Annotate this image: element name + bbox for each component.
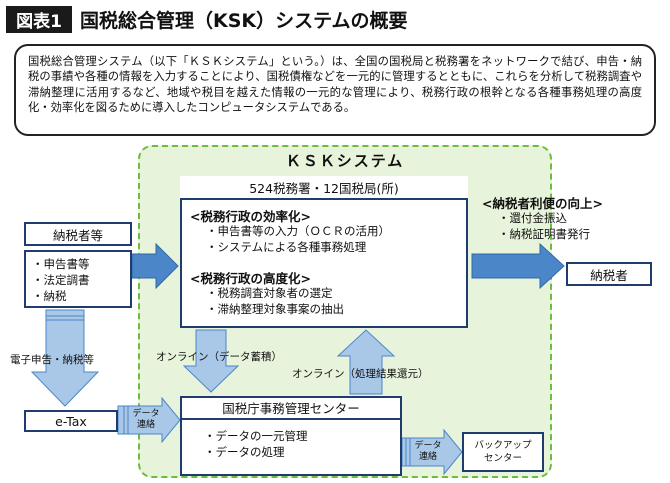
taxpayer-item: ・法定調書 bbox=[32, 273, 90, 287]
label-electronic-filing: 電子申告・納税等 bbox=[10, 354, 94, 366]
backup-center-box: バックアップ センター bbox=[462, 432, 544, 472]
description-box: 国税総合管理システム（以下「ＫＳＫシステム」という。）は、全国の国税局と税務署を… bbox=[14, 44, 656, 136]
benefit-list: ・還付金振込 ・納税証明書発行 bbox=[498, 210, 590, 242]
benefit-item: ・納税証明書発行 bbox=[498, 227, 590, 241]
data-link-label-2: データ 連絡 bbox=[414, 441, 442, 462]
arrow-etax-to-center bbox=[117, 396, 181, 444]
taxpayer-items-box: ・申告書等 ・法定調書 ・納税 bbox=[24, 250, 132, 308]
taxpayer-right-box: 納税者 bbox=[566, 262, 652, 286]
center-title: 国税庁事務管理センター bbox=[180, 396, 402, 420]
benefit-item: ・還付金振込 bbox=[498, 211, 567, 225]
arrow-center-to-main bbox=[336, 329, 396, 395]
benefit-title: <納税者利便の向上> bbox=[482, 196, 603, 211]
center-list: ・データの一元管理 ・データの処理 bbox=[204, 428, 308, 460]
taxpayer-item: ・納税 bbox=[32, 289, 67, 303]
etax-box: e-Tax bbox=[24, 410, 118, 432]
sophistication-item: ・滞納整理対象事案の抽出 bbox=[206, 302, 344, 316]
center-item: ・データの処理 bbox=[204, 445, 285, 459]
center-item: ・データの一元管理 bbox=[204, 429, 308, 443]
arrow-center-to-backup bbox=[401, 428, 463, 476]
main-box-header: 524税務署・12国税局(所) bbox=[180, 176, 468, 200]
efficiency-item: ・システムによる各種事務処理 bbox=[206, 240, 367, 254]
ksk-main-box bbox=[180, 176, 468, 328]
figure-title: 国税総合管理（KSK）システムの概要 bbox=[80, 10, 408, 32]
data-link-label-1: データ 連絡 bbox=[132, 409, 160, 430]
taxpayer-box: 納税者等 bbox=[24, 222, 132, 246]
efficiency-title: <税務行政の効率化> bbox=[190, 209, 311, 224]
arrow-taxpayer-to-main bbox=[131, 242, 179, 290]
sophistication-title: <税務行政の高度化> bbox=[190, 271, 311, 286]
efficiency-item: ・申告書等の入力（ＯＣＲの活用） bbox=[206, 224, 390, 238]
figure-label: 図表1 bbox=[6, 6, 72, 33]
taxpayer-item: ・申告書等 bbox=[32, 257, 90, 271]
ksk-system-title: ＫＳＫシステム bbox=[285, 152, 405, 170]
arrow-main-to-taxpayer bbox=[471, 242, 565, 290]
center-box bbox=[180, 396, 402, 476]
label-online-result: オンライン（処理結果還元） bbox=[292, 368, 429, 380]
label-online-store: オンライン（データ蓄積） bbox=[156, 351, 282, 363]
sophistication-item: ・税務調査対象者の選定 bbox=[206, 286, 333, 300]
arrow-main-to-center bbox=[182, 329, 240, 393]
